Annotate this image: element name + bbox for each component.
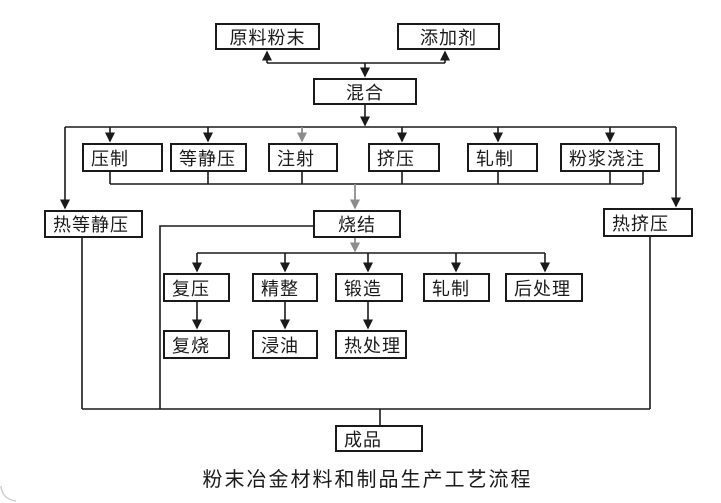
node-extrusion: 挤压 xyxy=(368,143,440,172)
node-mixing-label: 混合 xyxy=(346,82,384,103)
node-mixing: 混合 xyxy=(313,78,417,105)
node-finished-product: 成品 xyxy=(335,425,423,452)
node-rolling-forming: 轧制 xyxy=(467,143,538,172)
connector-final-merge xyxy=(81,225,651,425)
node-resintering: 复烧 xyxy=(163,330,230,359)
node-additive-label: 添加剂 xyxy=(420,27,477,48)
node-pressing: 压制 xyxy=(82,143,163,172)
window-corner-artifact xyxy=(0,485,17,502)
collect-drops xyxy=(109,172,644,184)
node-forging-label: 锻造 xyxy=(344,278,382,299)
diagram-caption: 粉末冶金材料和制品生产工艺流程 xyxy=(202,469,533,491)
node-sintering: 烧结 xyxy=(313,210,401,238)
node-additive: 添加剂 xyxy=(397,23,500,50)
node-extrusion-label: 挤压 xyxy=(377,148,415,169)
node-pressing-label: 压制 xyxy=(91,148,129,169)
node-forging: 锻造 xyxy=(335,273,403,302)
node-repressing-label: 复压 xyxy=(172,278,210,299)
node-repressing: 复压 xyxy=(163,273,230,302)
node-finished-product-label: 成品 xyxy=(344,429,382,450)
node-isostatic-pressing-label: 等静压 xyxy=(179,148,236,169)
node-injection: 注射 xyxy=(268,143,338,172)
node-sizing: 精整 xyxy=(252,273,318,302)
connector-distribution-1 xyxy=(60,105,681,210)
node-post-treatment: 后处理 xyxy=(505,273,583,302)
node-resintering-label: 复烧 xyxy=(172,335,210,356)
node-post-treatment-label: 后处理 xyxy=(514,278,571,299)
node-hot-isostatic-pressing: 热等静压 xyxy=(44,210,143,238)
node-isostatic-pressing: 等静压 xyxy=(170,143,247,172)
node-hot-isostatic-pressing-label: 热等静压 xyxy=(53,215,129,235)
connector-distribution-2 xyxy=(192,252,550,273)
node-rolling-post-label: 轧制 xyxy=(432,278,470,299)
node-hot-extrusion-label: 热挤压 xyxy=(612,213,669,234)
node-rolling-forming-label: 轧制 xyxy=(476,148,514,169)
node-sintering-label: 烧结 xyxy=(338,215,376,235)
connector-row4-row5 xyxy=(192,302,373,330)
node-raw-powder-label: 原料粉末 xyxy=(229,27,306,48)
node-sizing-label: 精整 xyxy=(261,278,299,299)
node-oil-impregnation-label: 浸油 xyxy=(261,335,299,356)
node-slip-casting: 粉浆浇注 xyxy=(560,143,660,172)
node-rolling-post: 轧制 xyxy=(423,273,490,302)
sintering-bypass-line xyxy=(159,225,313,409)
connector-collect-1 xyxy=(109,172,644,185)
node-raw-powder: 原料粉末 xyxy=(215,23,320,50)
node-heat-treatment-label: 热处理 xyxy=(344,335,401,356)
connector-merge-top xyxy=(262,50,450,78)
node-injection-label: 注射 xyxy=(277,148,315,169)
node-heat-treatment: 热处理 xyxy=(335,330,407,359)
node-oil-impregnation: 浸油 xyxy=(252,330,318,359)
node-hot-extrusion: 热挤压 xyxy=(603,208,693,237)
node-slip-casting-label: 粉浆浇注 xyxy=(569,148,645,169)
